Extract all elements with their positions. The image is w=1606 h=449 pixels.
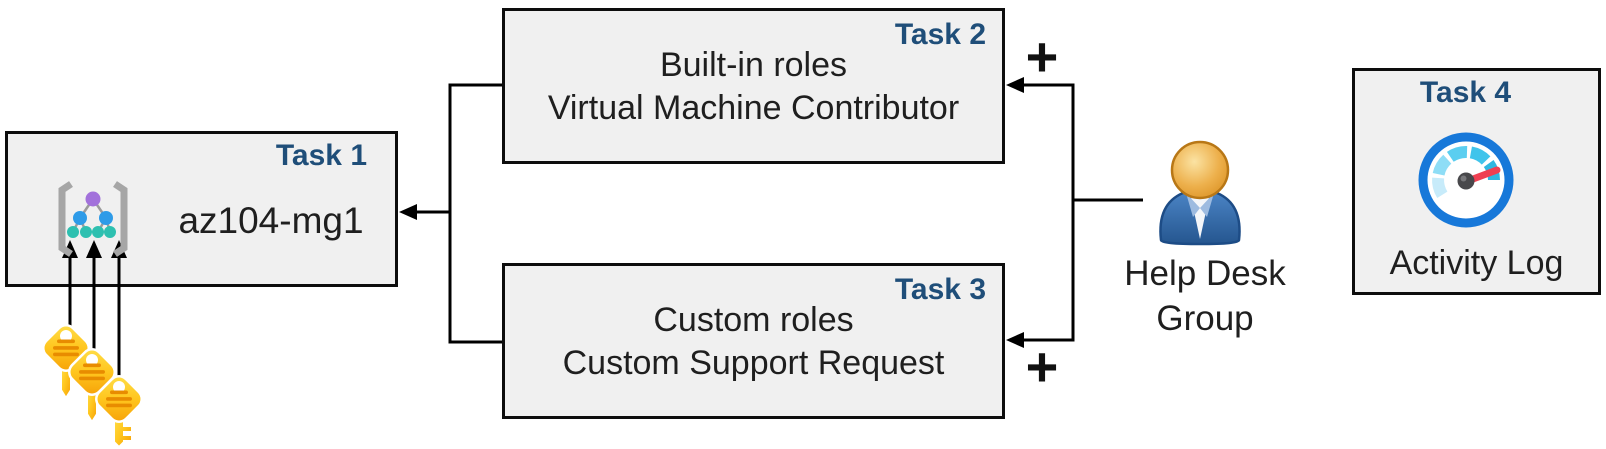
task2-box: Task 2 Built-in roles Virtual Machine Co… — [502, 8, 1005, 164]
task4-badge: Task 4 — [1419, 76, 1512, 109]
keys-icon — [37, 319, 148, 449]
task2-badge: Task 2 — [894, 18, 986, 51]
task2-line1: Built-in roles — [659, 46, 848, 84]
key-icon — [63, 343, 121, 424]
help-desk-group-label: Help Desk Group — [1115, 251, 1295, 341]
task3-line2: Custom Support Request — [562, 344, 945, 382]
task3-line1: Custom roles — [653, 301, 854, 339]
task1-badge: Task 1 — [275, 139, 367, 172]
help-desk-group-line1: Help Desk — [1124, 254, 1286, 293]
task3-text: Custom roles Custom Support Request — [505, 299, 1002, 385]
task4-name: Activity Log — [1389, 244, 1564, 282]
task2-line2: Virtual Machine Contributor — [547, 89, 960, 127]
help-desk-group-line2: Group — [1156, 299, 1254, 338]
connector-tasks-to-mg — [412, 83, 502, 344]
key-icon — [90, 370, 148, 449]
task4-box: Task 4 Activity Log — [1352, 68, 1601, 295]
key-icon — [37, 319, 95, 400]
arrowhead-into-task1 — [399, 204, 417, 220]
person-icon — [1159, 140, 1241, 246]
task2-text: Built-in roles Virtual Machine Contribut… — [505, 44, 1002, 130]
task3-badge: Task 3 — [894, 273, 986, 306]
task3-box: Task 3 Custom roles Custom Support Reque… — [502, 263, 1005, 419]
task1-box: Task 1 az104-mg1 — [5, 131, 398, 287]
plus-icon-task2: + — [1025, 25, 1059, 88]
task1-name: az104-mg1 — [178, 200, 364, 241]
plus-icon-task3: + — [1025, 335, 1059, 398]
